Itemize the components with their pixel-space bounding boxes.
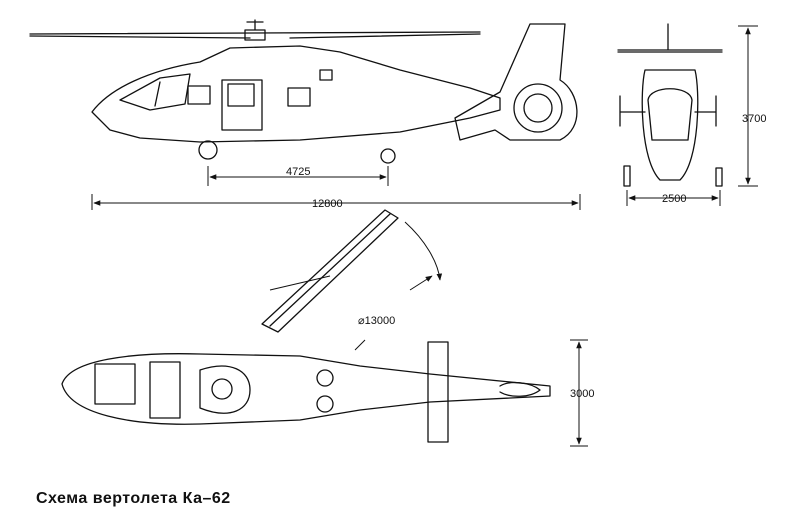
front-view [617,23,723,187]
dimension-wheelbase: 4725 [207,166,389,186]
tail-fin [454,23,578,141]
door [221,79,263,131]
figure-caption: Схема вертолета Ка–62 [36,490,231,507]
dimension-height: 3700 [738,25,766,187]
side-view [29,19,578,164]
fenestron-hub [523,93,553,123]
main-wheel [380,148,396,164]
dimension-length: 12800 [91,194,581,210]
cockpit [119,73,191,111]
rotor-blade-view: ⌀13000 [261,209,443,351]
height-label: 3700 [742,113,766,125]
main-rotor-blade [29,31,481,39]
top-view [61,341,551,443]
rotor-diameter-label: ⌀13000 [358,315,395,327]
dimension-stabilizer: 3000 [570,339,594,447]
windows [187,69,333,107]
fuselage [91,45,501,143]
rotor-hub [244,19,266,41]
nose-wheel [198,140,218,160]
wheelbase-label: 4725 [286,166,310,178]
dimension-track: 2500 [626,190,721,206]
stabilizer-span-label: 3000 [570,388,594,400]
length-label: 12800 [312,198,343,210]
fenestron [513,83,563,133]
track-label: 2500 [662,193,686,205]
